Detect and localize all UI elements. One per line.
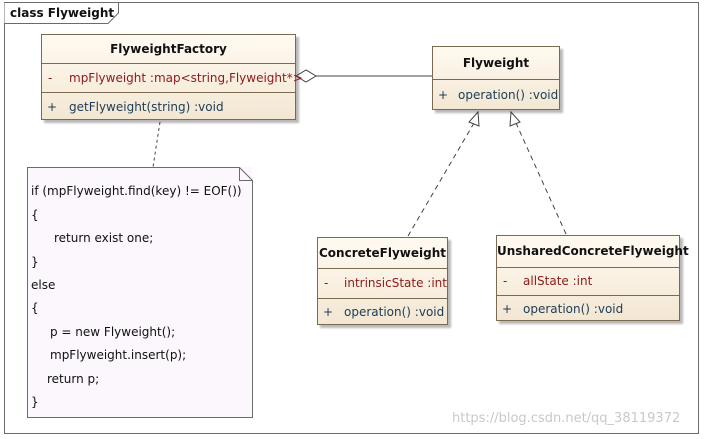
note-line: { [31, 208, 39, 222]
note-line: } [31, 255, 39, 269]
attribute-row: - mpFlyweight :map<string,Flyweight*> [42, 64, 303, 92]
realization-line-concrete [407, 122, 475, 237]
attributes-section: - allState :int [497, 268, 679, 296]
operation-text: operation() :void [344, 305, 445, 319]
class-flyweight-factory[interactable]: FlyweightFactory - mpFlyweight :map<stri… [41, 34, 303, 121]
operations-section: + operation() :void [497, 296, 679, 322]
watermark: https://blog.csdn.net/qq_38119372 [452, 411, 681, 426]
note-line: if (mpFlyweight.find(key) != EOF()) [31, 184, 242, 198]
visibility-marker: + [438, 88, 449, 102]
operation-row: + operation() :void [318, 299, 447, 326]
note-line: return p; [47, 372, 100, 386]
note-line: p = new Flyweight(); [50, 325, 176, 339]
realization-arrow-unshared [509, 110, 521, 127]
operations-section: + getFlyweight(string) :void [42, 93, 295, 121]
class-unshared-concrete-flyweight[interactable]: UnsharedConcreteFlyweight - allState :in… [496, 235, 689, 322]
class-name: FlyweightFactory [42, 35, 295, 64]
note-outline [27, 167, 253, 418]
operations-section: + operation() :void [433, 80, 559, 110]
operation-row: + operation() :void [433, 80, 559, 110]
realization-line-unshared [515, 122, 567, 235]
visibility-marker: - [324, 276, 329, 290]
operation-text: operation() :void [523, 302, 624, 316]
operation-row: + getFlyweight(string) :void [42, 93, 295, 121]
operation-text: getFlyweight(string) :void [69, 100, 224, 114]
class-name: UnsharedConcreteFlyweight [497, 236, 689, 268]
code-note[interactable]: if (mpFlyweight.find(key) != EOF()) { re… [27, 167, 253, 418]
visibility-marker: - [503, 274, 508, 288]
note-line: } [31, 395, 39, 409]
attribute-text: mpFlyweight :map<string,Flyweight*> [69, 71, 303, 85]
attribute-text: intrinsicState :int [344, 276, 447, 290]
note-line: { [31, 301, 39, 315]
visibility-marker: - [48, 71, 53, 85]
aggregation-diamond [295, 69, 317, 83]
attributes-section: - intrinsicState :int [318, 269, 447, 299]
diagram-frame [4, 2, 699, 434]
attribute-text: allState :int [523, 274, 593, 288]
operations-section: + operation() :void [318, 299, 447, 326]
operation-text: operation() :void [458, 88, 559, 102]
class-name: Flyweight [433, 47, 559, 80]
operation-row: + operation() :void [497, 296, 679, 322]
note-line: mpFlyweight.insert(p); [50, 348, 187, 362]
class-flyweight[interactable]: Flyweight + operation() :void [432, 46, 560, 110]
class-concrete-flyweight[interactable]: ConcreteFlyweight - intrinsicState :int … [317, 237, 448, 325]
note-line: return exist one; [54, 231, 154, 245]
visibility-marker: + [47, 100, 58, 114]
note-anchor-line [152, 121, 161, 168]
realization-arrow-concrete [468, 110, 480, 127]
visibility-marker: + [323, 305, 334, 319]
frame-title: class Flyweight [10, 6, 115, 20]
class-name: ConcreteFlyweight [318, 238, 447, 269]
note-line: else [31, 278, 56, 292]
attribute-row: - intrinsicState :int [318, 269, 447, 298]
attribute-row: - allState :int [497, 268, 679, 295]
visibility-marker: + [502, 302, 513, 316]
frame-tab-outline [4, 2, 119, 24]
attributes-section: - mpFlyweight :map<string,Flyweight*> [42, 64, 303, 93]
